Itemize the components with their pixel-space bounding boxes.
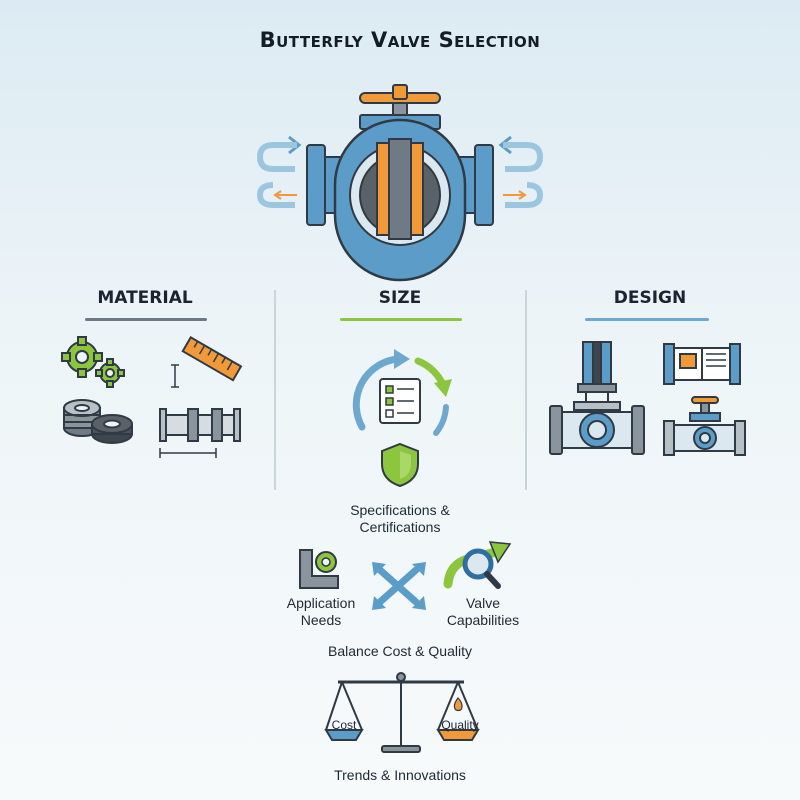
scale-quality-label: Quality (441, 718, 479, 732)
design-heading: DESIGN (613, 288, 687, 308)
material-underline (85, 318, 207, 321)
valve-icon (256, 84, 544, 282)
ruler-icon (171, 335, 243, 388)
valve-capabilities-label: Valve Capabilities (446, 595, 520, 628)
divider-right (525, 290, 527, 490)
scale-icon (324, 672, 480, 753)
bracket-icon (299, 549, 339, 589)
gate-valve-icon (549, 341, 645, 455)
size-heading: SIZE (378, 288, 422, 308)
magnifier-icon (443, 541, 512, 589)
pipe-icon (159, 408, 241, 458)
trends-label: Trends & Innovations (334, 767, 466, 783)
washers-icon (63, 399, 133, 444)
material-heading: MATERIAL (97, 288, 193, 308)
shield-icon (381, 442, 419, 488)
small-valve-icon (663, 396, 746, 456)
divider-left (274, 290, 276, 490)
size-underline (340, 318, 462, 321)
cycle-arrows-icon (352, 349, 452, 436)
design-underline (585, 318, 709, 321)
page-title: Butterfly Valve Selection (259, 28, 541, 52)
schematic-icon (663, 343, 741, 385)
balance-label: Balance Cost & Quality (328, 643, 472, 659)
cross-arrows-icon (372, 562, 426, 610)
gears-icon (61, 336, 125, 388)
application-needs-label: Application Needs (286, 595, 356, 628)
checklist-icon (379, 378, 421, 424)
scale-cost-label: Cost (331, 718, 357, 732)
specifications-label: Specifications & Certifications (350, 502, 450, 535)
